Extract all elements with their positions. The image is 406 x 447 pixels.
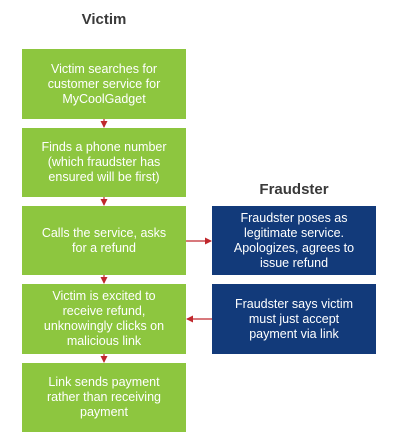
- fraudster-step-payment-link: Fraudster says victim must just accept p…: [212, 284, 376, 354]
- victim-step-find-number: Finds a phone number (which fraudster ha…: [22, 128, 186, 197]
- fraudster-column-title: Fraudster: [259, 181, 329, 198]
- victim-step-search: Victim searches for customer service for…: [22, 49, 186, 119]
- victim-step-clicks-link: Victim is excited to receive refund, unk…: [22, 284, 186, 354]
- victim-step-sends-payment: Link sends payment rather than receiving…: [22, 363, 186, 432]
- victim-column-title: Victim: [81, 11, 127, 28]
- fraudster-step-poses: Fraudster poses as legitimate service. A…: [212, 206, 376, 275]
- victim-step-call-service: Calls the service, asks for a refund: [22, 206, 186, 275]
